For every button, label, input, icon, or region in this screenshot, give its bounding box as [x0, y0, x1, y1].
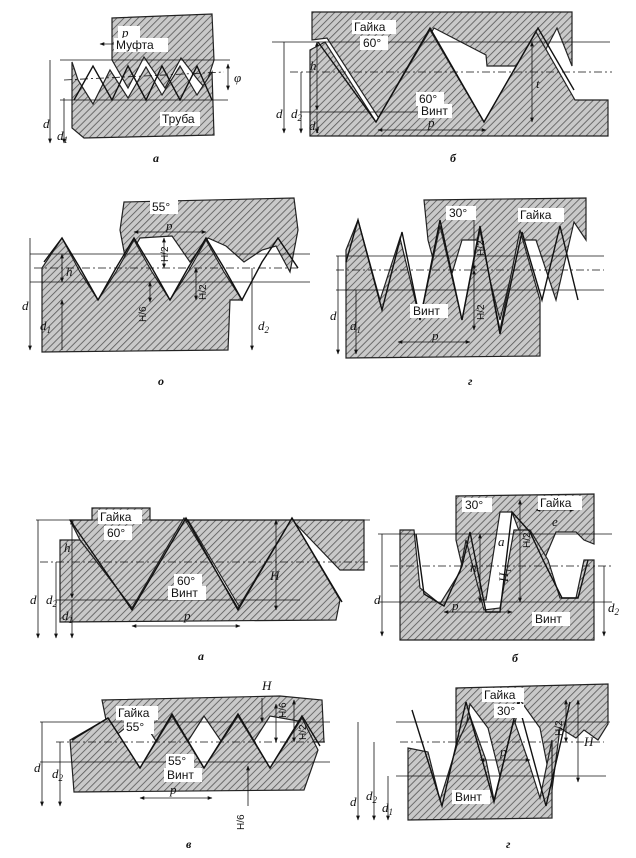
screw-label: Винт [535, 612, 562, 626]
angle-top-label: 60° [107, 526, 125, 540]
bottom-whitworth-thread-diagram: Гайка 55° 55° Винт p H H/6 H/2 H/6 d d2 … [34, 678, 330, 851]
angle-bottom-label: 60° [419, 92, 437, 106]
d2-label: d2 [608, 600, 620, 617]
pitch-label: p [169, 782, 177, 797]
pitch-label: p [431, 328, 439, 343]
d1-label: d1 [40, 318, 51, 335]
d1-label: d1 [57, 128, 68, 145]
angle-phi-label: φ [234, 70, 241, 85]
screw-label: Винт [421, 104, 448, 118]
nut-label: Гайка [520, 208, 552, 222]
H-label: H [269, 568, 280, 583]
h2-label: H/2 [160, 246, 171, 262]
nut-label: Гайка [354, 20, 386, 34]
angle-label: 55° [152, 200, 170, 214]
H-label: H [583, 734, 594, 749]
caption-top-g: г [468, 374, 473, 388]
screw-label: Винт [413, 304, 440, 318]
bottom-metric-thread-diagram: Гайка 60° 60° Винт p h H d d2 d1 а [30, 507, 370, 663]
H6b-label: H/6 [236, 814, 247, 830]
pipe-label: Труба [162, 112, 195, 126]
d1-label: d1 [309, 118, 320, 135]
h-label: h [66, 264, 73, 279]
d-label: d [350, 794, 357, 809]
angle-top-label: 60° [363, 36, 381, 50]
caption-bottom-a: а [198, 649, 204, 663]
angle-bottom-label: 60° [177, 574, 195, 588]
H1-label: H1 [496, 568, 513, 583]
h-label: h [470, 560, 477, 575]
angle-label: 30° [449, 206, 467, 220]
d2-label: d2 [258, 318, 270, 335]
h-label: h [310, 58, 317, 73]
screw-label: Винт [455, 790, 482, 804]
thread-profile [345, 217, 579, 335]
top-metric-thread-diagram: Гайка 60° 60° Винт h t p d d2 d1 б [272, 11, 612, 165]
thread-profile [69, 516, 343, 612]
angle-top-label: 55° [126, 720, 144, 734]
caption-bottom-g: г [506, 837, 511, 851]
pitch-line [63, 71, 225, 81]
h2-label: H/2 [554, 720, 565, 736]
d1-label: d1 [350, 318, 361, 335]
h6-label: H/6 [138, 306, 149, 322]
d-label: d [43, 116, 50, 131]
top-pipe-thread-diagram: p Муфта Труба φ d d1 а [43, 13, 241, 165]
d-label: d [276, 106, 283, 121]
d-label: d [374, 592, 381, 607]
d-label: d [22, 298, 29, 313]
caption-bottom-b: б [512, 651, 519, 665]
H2-label: H/2 [298, 724, 309, 740]
d-label: d [330, 308, 337, 323]
thread-profile [71, 712, 321, 770]
screw-label: Винт [171, 586, 198, 600]
h2b-label: H/2 [476, 304, 487, 320]
d2-label: d2 [291, 106, 303, 123]
pitch-label: p [165, 218, 173, 233]
h2-label: H/2 [522, 532, 533, 548]
caption-top-b: б [450, 151, 457, 165]
bottom-buttress-thread-diagram: 30° Гайка e H/2 h H1 a p Винт d d2 б [374, 493, 620, 665]
pitch-label: p [451, 598, 459, 613]
pitch-label: p [121, 25, 129, 40]
nut-label: Гайка [118, 706, 150, 720]
coupling-label: Муфта [116, 38, 154, 52]
t-label: t [536, 76, 540, 91]
d1-label: d1 [62, 608, 73, 625]
d-label: d [34, 760, 41, 775]
thread-profile [317, 26, 575, 124]
nut-label: Гайка [540, 496, 572, 510]
pitch-label: p [183, 608, 191, 623]
e-label: e [552, 514, 558, 529]
thread-profile [411, 701, 571, 809]
caption-bottom-v: в [186, 837, 192, 851]
top-whitworth-thread-diagram: 55° p H/2 H/6 H/2 h d d1 d2 о [22, 197, 310, 388]
bottom-trapezoid-thread-diagram: Гайка 30° p H/2 H Винт d d2 d1 г [350, 683, 610, 851]
nut-label: Гайка [484, 688, 516, 702]
angle-bottom-label: 55° [168, 754, 186, 768]
h-label: h [64, 540, 71, 555]
nut-label: Гайка [100, 510, 132, 524]
angle-label: 30° [465, 498, 483, 512]
d-label: d [30, 592, 37, 607]
h2b-label: H/2 [198, 284, 209, 300]
screw-body [41, 236, 244, 353]
caption-top-a: а [153, 151, 159, 165]
d1-label: d1 [382, 800, 393, 817]
screw-label: Винт [167, 768, 194, 782]
d2-label: d2 [366, 788, 378, 805]
pitch-label: p [427, 115, 435, 130]
a3-label: a [498, 534, 505, 549]
caption-top-v: о [158, 374, 164, 388]
pitch-label: p [499, 744, 507, 759]
angle-label: 30° [497, 704, 515, 718]
thread-profile [43, 236, 299, 302]
H-label: H [261, 678, 272, 693]
H6a-label: H/6 [278, 702, 289, 718]
top-trapezoid-thread-diagram: 30° Гайка H/2 H/2 Винт p d d1 г [330, 197, 604, 388]
d2-label: d2 [52, 766, 64, 783]
h2-label: H/2 [476, 240, 487, 256]
d2-label: d2 [46, 592, 58, 609]
